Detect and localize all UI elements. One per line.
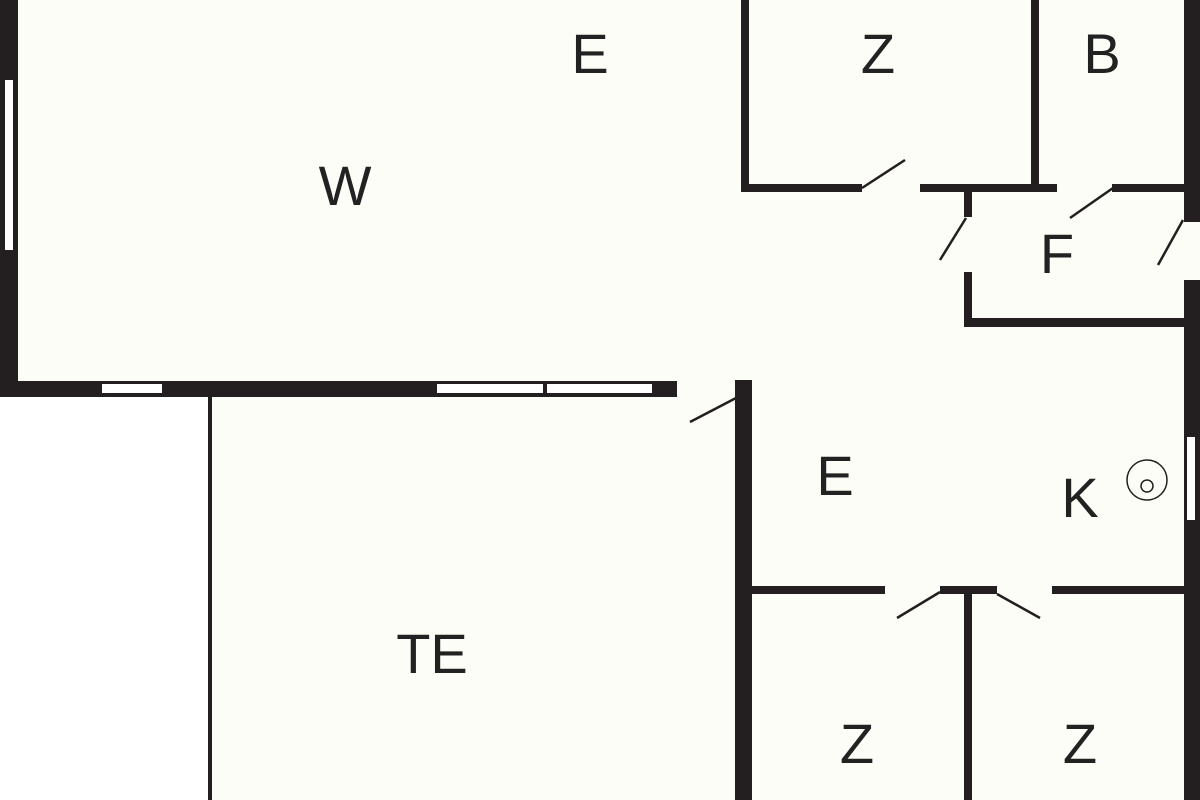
door-z-bottom-right	[996, 592, 1041, 620]
doors	[689, 158, 1185, 620]
wall-f-south	[964, 318, 1190, 327]
wall-b-west	[1031, 0, 1039, 188]
room-label-e-top: E	[571, 22, 608, 85]
wall-right-outer-a	[1184, 0, 1200, 222]
room-label-k: K	[1061, 466, 1098, 529]
wall-z-top-south-a	[741, 184, 862, 192]
wall-f-north	[1112, 184, 1190, 192]
door-f-west	[938, 217, 968, 261]
wall-terrace-divider	[208, 397, 212, 800]
room-label-z-bottom-left: Z	[840, 712, 874, 775]
wall-z-top-west	[741, 0, 749, 192]
window-left	[5, 80, 13, 250]
stove-icon	[1126, 459, 1168, 501]
room-label-f: F	[1040, 222, 1074, 285]
wall-bedrooms-divider	[964, 590, 972, 800]
door-terrace	[689, 396, 737, 424]
room-label-e-mid: E	[816, 444, 853, 507]
wall-bedrooms-north-c	[1052, 586, 1190, 594]
room-label-z-bottom-right: Z	[1063, 712, 1097, 775]
window-south-1	[102, 384, 162, 393]
room-label-b: B	[1083, 22, 1120, 85]
wall-f-west-b	[964, 272, 972, 327]
door-f-north	[1069, 186, 1114, 220]
window-right	[1187, 437, 1195, 520]
wall-f-west-a	[964, 188, 972, 217]
room-labels: E Z B W F E K TE Z Z	[319, 22, 1121, 775]
wall-bedrooms-north-a	[752, 586, 885, 594]
door-z-bottom-left	[896, 590, 941, 620]
room-label-z-top: Z	[861, 22, 895, 85]
outside-area	[0, 397, 210, 800]
wall-z-top-south-b	[920, 184, 1057, 192]
windows	[5, 80, 1195, 520]
door-entrance	[1156, 219, 1185, 266]
door-z-top	[861, 158, 906, 190]
window-south-2	[437, 384, 543, 393]
wall-center-vertical	[735, 380, 752, 800]
room-label-w: W	[319, 154, 372, 217]
wall-right-outer-b	[1184, 280, 1200, 800]
room-label-te: TE	[396, 622, 468, 685]
window-south-3	[547, 384, 652, 393]
